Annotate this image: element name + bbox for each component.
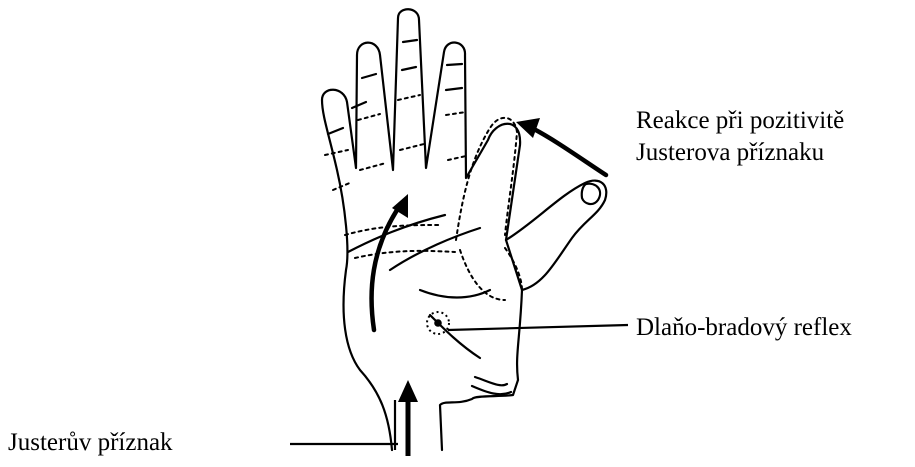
juster-sign-label: Justerův příznak: [8, 427, 173, 459]
leader-palm-chin: [448, 325, 628, 330]
reaction-label-line1: Reakce při pozitivitě: [636, 105, 844, 137]
thumbnail: [582, 184, 600, 204]
thumb-outline: [506, 181, 606, 290]
palm-chin-reflex-label: Dlaňo-bradový reflex: [636, 312, 852, 344]
arrow-wrist-head: [398, 380, 418, 402]
arrow-reaction: [532, 128, 606, 175]
reaction-label-line2: Justerova příznaku: [636, 137, 844, 169]
reaction-label: Reakce při pozitivitě Justerova příznaku: [636, 105, 844, 169]
reflex-point-dot: [434, 319, 442, 327]
